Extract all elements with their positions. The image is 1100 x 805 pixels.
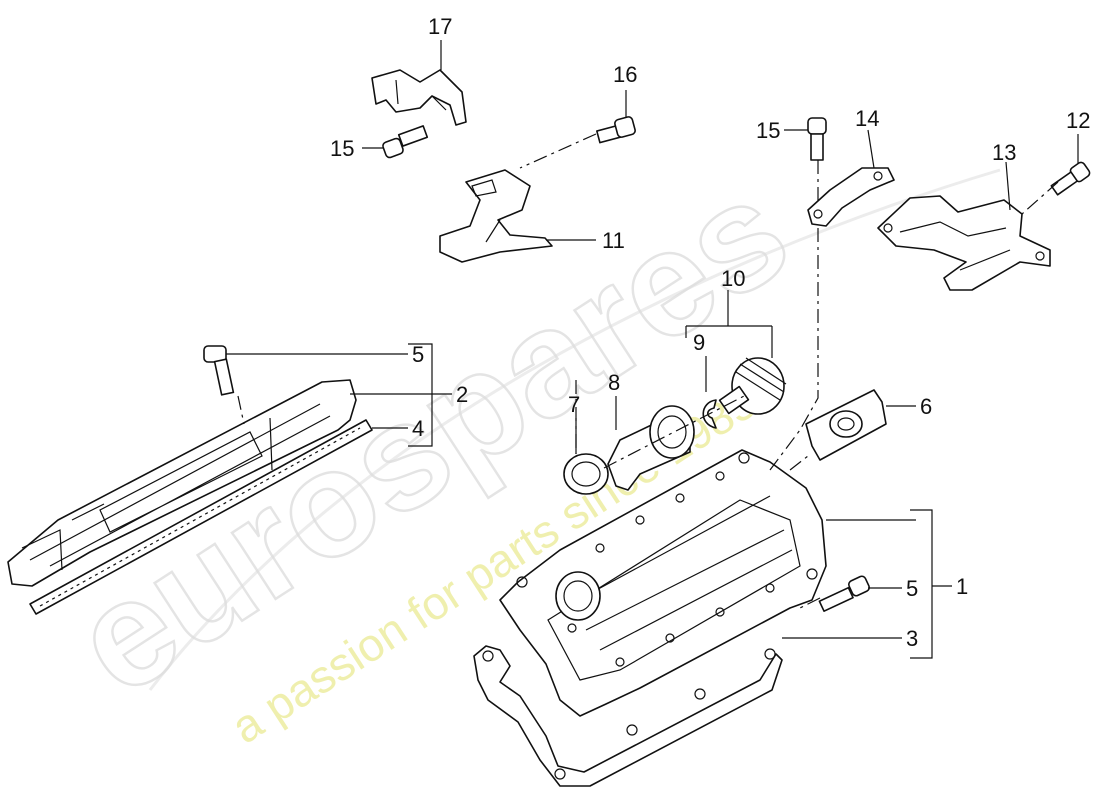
callouts: 17 16 15 15 14 13 12 11 10 9 8 7 6 5 2 4… (330, 14, 1090, 651)
callout-17: 12 (1066, 108, 1090, 133)
callout-15-right: 16 (613, 62, 637, 87)
callout-2: 2 (456, 382, 468, 407)
callout-5-lower: 5 (906, 576, 918, 601)
callout-6: 6 (920, 394, 932, 419)
leader-lines (226, 40, 1079, 659)
bolt-15-left (382, 125, 429, 159)
callout-16: 15 (756, 118, 780, 143)
bolt-17 (1050, 161, 1091, 196)
cover-1 (499, 449, 827, 717)
callout-5-upper: 5 (412, 342, 424, 367)
bolt-5-lower (818, 575, 871, 612)
callout-3: 3 (906, 626, 918, 651)
pipe-7 (607, 405, 695, 491)
bracket-14 (371, 69, 467, 126)
bolt-15-right (596, 116, 636, 144)
callout-4: 4 (412, 416, 424, 441)
callout-10: 9 (693, 330, 705, 355)
bolt-5-upper (203, 345, 235, 396)
callout-11: 14 (855, 106, 879, 131)
bracket-12 (877, 195, 1051, 291)
callout-1: 1 (956, 574, 968, 599)
callout-13: 11 (602, 228, 625, 253)
cap-9 (718, 357, 787, 415)
gasket-3 (473, 645, 783, 787)
callout-7: 8 (608, 370, 620, 395)
seal-8 (563, 453, 609, 495)
cover-2 (7, 379, 357, 587)
callout-15-left: 15 (330, 136, 354, 161)
bolt-16 (807, 117, 827, 161)
callout-14: 17 (428, 14, 452, 39)
bracket-11 (807, 167, 895, 227)
callout-9: 10 (721, 266, 745, 291)
bracket-13 (439, 169, 553, 263)
gasket-4 (29, 419, 373, 615)
alignment-lines (237, 133, 1059, 609)
circlip-10 (702, 399, 717, 429)
callout-12: 13 (992, 140, 1016, 165)
plate-6 (805, 389, 887, 461)
callout-8: 7 (568, 392, 580, 417)
